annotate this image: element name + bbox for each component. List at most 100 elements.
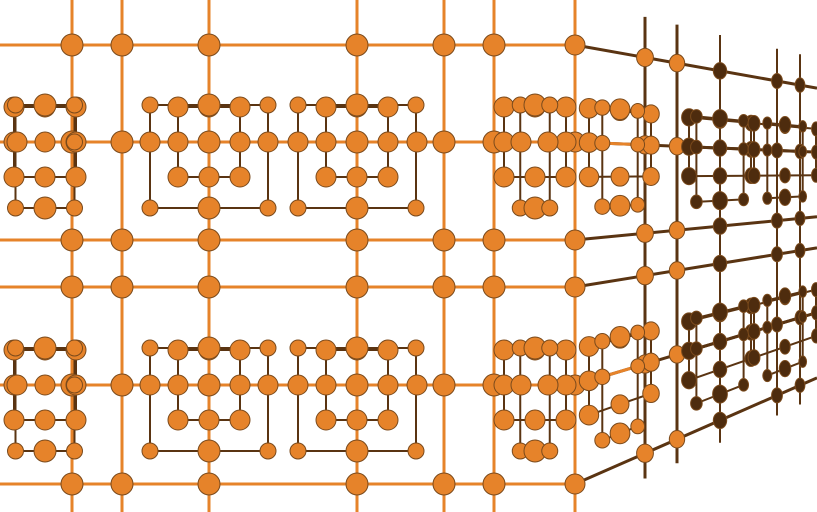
circuit-node	[345, 336, 369, 360]
circuit-node	[636, 223, 654, 243]
circuit-node	[110, 33, 134, 57]
circuit-node	[778, 188, 792, 206]
circuit-node	[668, 261, 686, 280]
circuit-node	[289, 442, 307, 460]
circuit-node	[798, 190, 808, 203]
circuit-node	[762, 293, 773, 307]
circuit-node	[259, 199, 277, 217]
circuit-node	[229, 409, 251, 431]
circuit-node	[762, 368, 773, 383]
circuit-node	[167, 339, 189, 361]
circuit-node	[630, 136, 646, 153]
circuit-node	[6, 131, 28, 153]
circuit-node	[541, 339, 559, 357]
circuit-node	[141, 96, 159, 114]
circuit-node	[257, 374, 279, 396]
circuit-node	[771, 316, 783, 333]
circuit-node	[771, 387, 783, 404]
circuit-node	[34, 166, 56, 188]
circuit-node	[609, 194, 631, 217]
circuit-node	[642, 104, 660, 124]
circuit-node	[771, 246, 783, 263]
circuit-node	[762, 191, 773, 205]
circuit-node	[610, 166, 630, 187]
circuit-node	[712, 109, 728, 129]
circuit-node	[609, 325, 631, 348]
circuit-node	[493, 339, 515, 361]
circuit-node	[259, 442, 277, 460]
circuit-node	[747, 115, 761, 132]
circuit-node	[630, 418, 646, 435]
circuit-node	[345, 130, 369, 154]
circuit-node	[747, 167, 761, 184]
circuit-node	[668, 430, 686, 449]
circuit-node	[65, 166, 87, 188]
circuit-node	[315, 409, 337, 431]
circuit-node	[289, 339, 307, 357]
circuit-node	[798, 120, 808, 133]
circuit-node	[636, 47, 654, 68]
circuit-node	[810, 144, 817, 160]
circuit-node	[110, 228, 134, 252]
circuit-node	[7, 442, 24, 460]
circuit-node	[798, 145, 808, 158]
circuit-node	[229, 131, 251, 153]
circuit-node	[810, 121, 817, 137]
circuit-node	[407, 96, 425, 114]
circuit-node	[229, 374, 251, 396]
circuit-node	[432, 275, 456, 299]
circuit-node	[7, 339, 24, 357]
circuit-node	[537, 374, 559, 396]
circuit-node	[810, 328, 817, 344]
circuit-node	[747, 296, 761, 314]
circuit-node	[555, 374, 577, 396]
circuit-node	[712, 139, 728, 157]
circuit-node	[712, 302, 728, 322]
circuit-node	[482, 33, 506, 57]
circuit-node	[197, 33, 221, 57]
circuit-node	[778, 287, 792, 305]
circuit-node	[738, 299, 750, 314]
circuit-node	[60, 228, 84, 252]
circuit-node	[7, 96, 24, 114]
circuit-node	[712, 332, 728, 351]
circuit-node	[510, 131, 532, 153]
circuit-node	[594, 333, 611, 350]
circuit-node	[407, 339, 425, 357]
circuit-node	[167, 409, 189, 431]
circuit-node	[798, 310, 808, 324]
circuit-node	[712, 167, 728, 185]
circuit-node	[690, 310, 703, 326]
circuit-node	[197, 196, 221, 220]
circuit-node	[33, 439, 57, 463]
circuit-node	[541, 96, 559, 114]
circuit-node	[345, 228, 369, 252]
circuit-node	[762, 116, 773, 130]
circuit-node	[794, 242, 806, 259]
circuit-node	[377, 374, 399, 396]
circuit-node	[642, 352, 660, 372]
circuit-node	[407, 442, 425, 460]
circuit-node	[110, 130, 134, 154]
circuit-node	[34, 374, 56, 396]
circuit-node	[377, 131, 399, 153]
circuit-node	[229, 166, 251, 188]
circuit-node	[537, 131, 559, 153]
circuit-node	[747, 349, 761, 366]
circuit-node	[66, 442, 83, 460]
circuit-node	[345, 93, 369, 117]
circuit-node	[668, 53, 686, 73]
circuit-node	[33, 196, 57, 220]
circuit-node	[564, 34, 586, 56]
circuit-node	[524, 409, 546, 431]
circuit-node	[197, 373, 221, 397]
circuit-node	[594, 198, 611, 215]
circuit-node	[315, 96, 337, 118]
circuit-node	[690, 396, 703, 411]
circuit-node	[712, 411, 728, 430]
circuit-node	[141, 339, 159, 357]
circuit-node	[555, 339, 577, 361]
circuit-node	[738, 192, 750, 207]
circuit-node	[407, 199, 425, 217]
circuit-node	[594, 134, 611, 152]
